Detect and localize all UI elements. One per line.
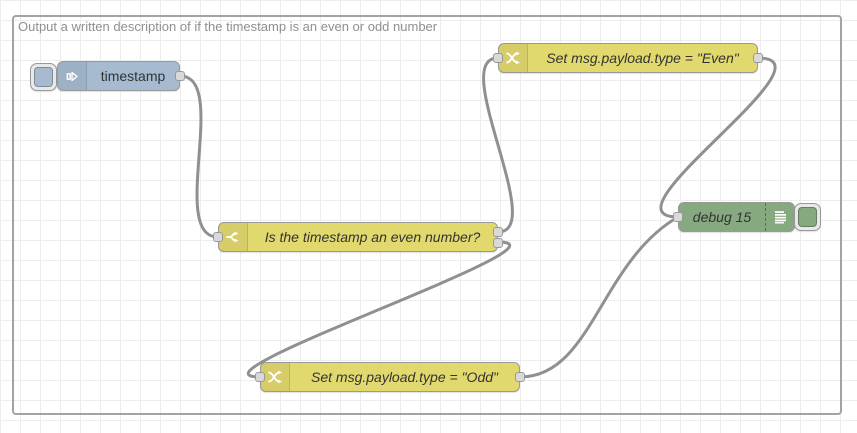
inject-arrow-icon xyxy=(58,62,87,90)
wire-inject-to-switch[interactable] xyxy=(178,74,220,239)
node-label: Set msg.payload.type = "Odd" xyxy=(311,369,498,385)
wire-change-odd-to-debug[interactable] xyxy=(518,215,680,379)
inject-output-port[interactable] xyxy=(175,71,185,81)
wire-change-even-to-debug[interactable] xyxy=(659,56,777,219)
node-switch-even-check[interactable]: Is the timestamp an even number? xyxy=(213,222,503,252)
wire-switch-to-change-even[interactable] xyxy=(482,56,514,234)
node-debug-15[interactable]: debug 15 xyxy=(673,202,795,232)
change-odd-output-port[interactable] xyxy=(515,372,525,382)
debug-input-port[interactable] xyxy=(673,212,683,222)
node-label: timestamp xyxy=(100,68,166,84)
inject-trigger-button-face xyxy=(34,67,53,87)
change-icon xyxy=(261,363,290,391)
switch-output-port-2[interactable] xyxy=(493,238,503,248)
group-label: Output a written description of if the t… xyxy=(18,19,438,34)
node-change-even[interactable]: Set msg.payload.type = "Even" xyxy=(493,43,763,73)
switch-icon xyxy=(219,223,248,251)
change-odd-input-port[interactable] xyxy=(255,372,265,382)
wire-switch-to-change-odd[interactable] xyxy=(247,240,511,379)
debug-toggle-button[interactable] xyxy=(794,203,821,231)
inject-trigger-button[interactable] xyxy=(30,63,57,91)
debug-toggle-button-face xyxy=(798,207,817,227)
node-label: Is the timestamp an even number? xyxy=(264,229,481,245)
group-box[interactable]: Output a written description of if the t… xyxy=(12,15,842,415)
debug-list-icon xyxy=(765,203,794,231)
node-change-odd[interactable]: Set msg.payload.type = "Odd" xyxy=(255,362,525,392)
change-even-output-port[interactable] xyxy=(753,53,763,63)
node-label: debug 15 xyxy=(692,209,752,225)
node-label: Set msg.payload.type = "Even" xyxy=(546,50,739,66)
switch-output-port-1[interactable] xyxy=(493,227,503,237)
change-even-input-port[interactable] xyxy=(493,53,503,63)
switch-input-port[interactable] xyxy=(213,232,223,242)
node-inject-timestamp[interactable]: timestamp xyxy=(57,61,185,91)
change-icon xyxy=(499,44,528,72)
